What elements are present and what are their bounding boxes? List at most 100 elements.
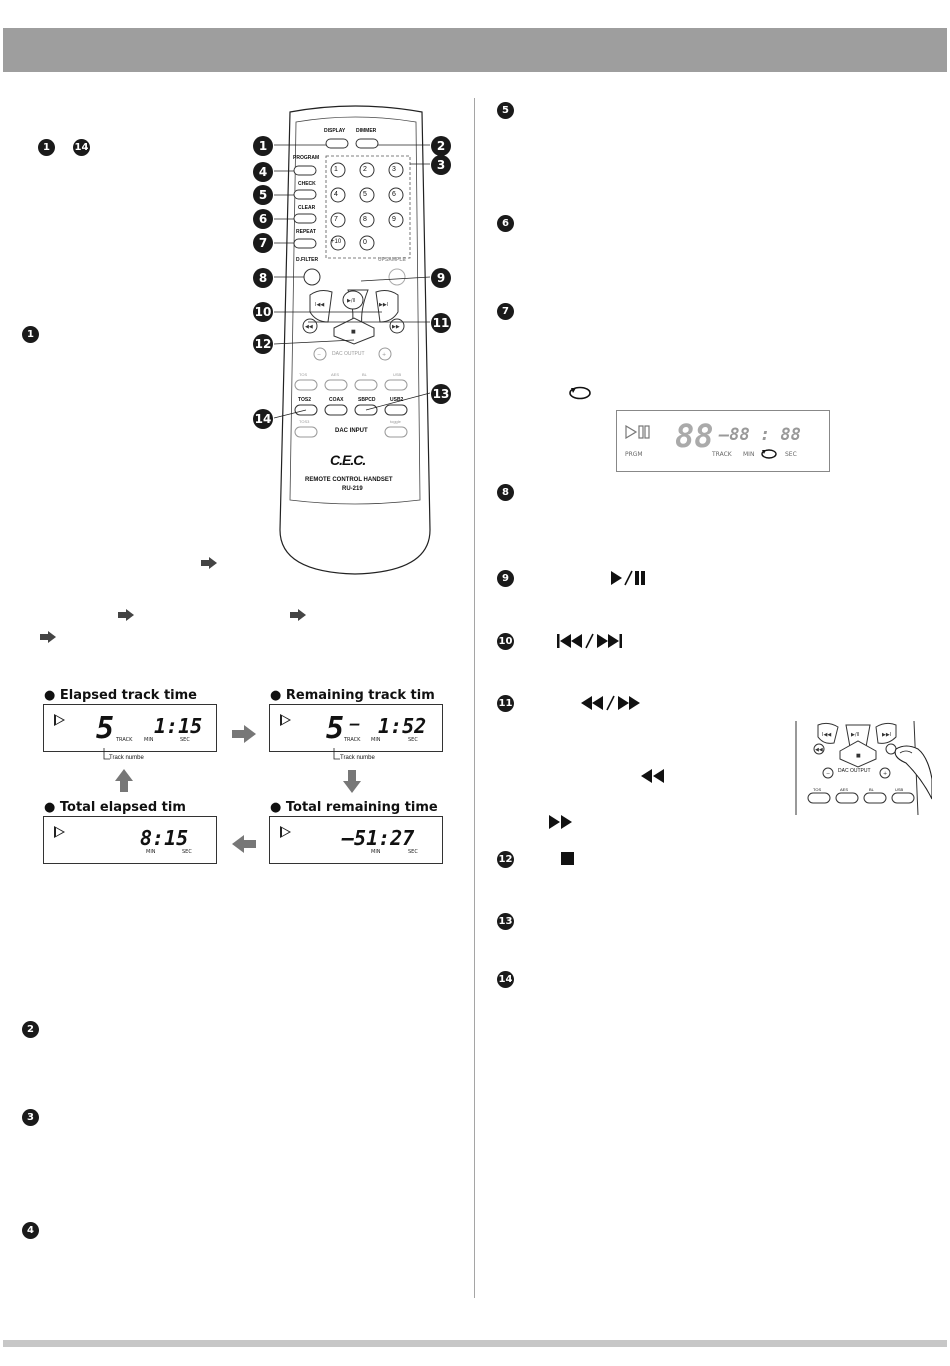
digit-0: 0 bbox=[363, 239, 367, 246]
callout-8: 8 bbox=[253, 268, 273, 288]
repeat-icon bbox=[569, 386, 591, 400]
remote-model-line: REMOTE CONTROL HANDSET bbox=[305, 477, 393, 483]
section-badge-8: 8 bbox=[497, 484, 514, 501]
flow-arrow-left-icon bbox=[232, 835, 256, 853]
input-top-2: AES bbox=[331, 372, 340, 377]
skip-prev-next-icon bbox=[557, 633, 622, 649]
svg-text:I◀◀: I◀◀ bbox=[315, 302, 324, 308]
flow-arrow-right-icon bbox=[232, 725, 256, 743]
display-title-elapsed-track: ● Elapsed track time bbox=[44, 688, 197, 703]
svg-text:I◀◀: I◀◀ bbox=[822, 732, 831, 738]
lcd-dash: – bbox=[350, 714, 360, 733]
remote-label-dac-output: DAC OUTPUT bbox=[332, 351, 365, 357]
remote-label-program: PROGRAM bbox=[293, 155, 320, 161]
track-number-note-1: Track numbe bbox=[109, 755, 144, 761]
svg-text:+: + bbox=[382, 352, 386, 358]
mini-input-2: AES bbox=[840, 787, 849, 792]
mini-input-1: TOS bbox=[813, 787, 822, 792]
input-top-4: USB bbox=[393, 372, 402, 377]
section-badge-3: 3 bbox=[22, 1109, 39, 1126]
lcd-track-digits: 88 bbox=[675, 417, 714, 455]
lcd-time: –88 : 88 bbox=[719, 425, 801, 445]
badge-14-intro: 14 bbox=[73, 139, 90, 156]
svg-text:+: + bbox=[883, 771, 887, 777]
section-badge-2: 2 bbox=[22, 1021, 39, 1038]
lcd-time: –51:27 bbox=[342, 826, 415, 850]
lcd-time: 1:52 bbox=[378, 714, 427, 738]
digit-7: 7 bbox=[334, 216, 338, 223]
remote-label-dfilter: D.FILTER bbox=[296, 257, 319, 263]
callout-9: 9 bbox=[431, 268, 451, 288]
lcd-total-remaining: –51:27 MIN SEC bbox=[269, 816, 443, 864]
track-number-note-2: Track numbe bbox=[340, 755, 375, 761]
remote-label-upsample: UPSAMPLE bbox=[378, 257, 406, 263]
badge-1-intro: 1 bbox=[38, 139, 55, 156]
svg-text:−: − bbox=[826, 771, 830, 777]
lcd-label-prgm: PRGM bbox=[625, 451, 643, 458]
section-badge-4: 4 bbox=[22, 1222, 39, 1239]
svg-text:▶▶: ▶▶ bbox=[392, 324, 400, 330]
input-top-1: TOS bbox=[299, 372, 308, 377]
right-arrow-icon bbox=[40, 631, 56, 643]
display-title-remaining-track: ● Remaining track tim bbox=[270, 688, 435, 703]
right-arrow-icon bbox=[118, 609, 134, 621]
flow-arrow-down-icon bbox=[343, 770, 361, 793]
lcd-label-sec: SEC bbox=[408, 737, 418, 743]
section-badge-11: 11 bbox=[497, 695, 514, 712]
lcd-time: 8:15 bbox=[140, 826, 189, 850]
lcd-label-min: MIN bbox=[743, 451, 755, 458]
svg-text:−: − bbox=[317, 352, 321, 358]
digit-5: 5 bbox=[363, 191, 367, 198]
forward-icon bbox=[549, 815, 572, 829]
lcd-remaining-track: 5 – 1:52 TRACK MIN SEC bbox=[269, 704, 443, 752]
lcd-label-track: TRACK bbox=[116, 737, 133, 743]
digit-8: 8 bbox=[363, 216, 367, 223]
callout-3: 3 bbox=[431, 155, 451, 175]
callout-14: 14 bbox=[253, 409, 273, 429]
remote-model: RU-219 bbox=[342, 486, 363, 492]
lcd-label-track: TRACK bbox=[712, 451, 732, 458]
svg-text:▶/II: ▶/II bbox=[347, 298, 355, 304]
play-pause-icon bbox=[611, 570, 645, 586]
svg-text:◀◀: ◀◀ bbox=[815, 747, 823, 753]
digit-4: 4 bbox=[334, 191, 338, 198]
display-title-total-remaining: ● Total remaining time bbox=[270, 800, 438, 815]
mini-remote-dac-output: DAC OUTPUT bbox=[838, 768, 871, 774]
section-badge-1: 1 bbox=[22, 326, 39, 343]
lcd-label-sec: SEC bbox=[408, 849, 418, 855]
play-indicator-icon bbox=[54, 826, 65, 838]
callout-4: 4 bbox=[253, 162, 273, 182]
section-badge-12: 12 bbox=[497, 851, 514, 868]
input-mid-1: TOS2 bbox=[298, 397, 311, 403]
remote-brand-logo: C.E.C. bbox=[330, 452, 366, 468]
display-title-total-elapsed: ● Total elapsed tim bbox=[44, 800, 186, 815]
column-divider bbox=[474, 98, 475, 1298]
digit-3: 3 bbox=[392, 166, 396, 173]
lcd-label-min: MIN bbox=[144, 737, 154, 743]
input-bot-4: toggle bbox=[390, 419, 401, 424]
footer-bar bbox=[3, 1340, 947, 1347]
svg-text:▶▶I: ▶▶I bbox=[882, 732, 891, 738]
callout-10: 10 bbox=[253, 302, 273, 322]
lcd-label-sec: SEC bbox=[785, 451, 797, 458]
display-button bbox=[325, 138, 349, 149]
play-indicator-icon bbox=[54, 714, 65, 726]
svg-text:▶/II: ▶/II bbox=[851, 732, 859, 738]
section-badge-5: 5 bbox=[497, 102, 514, 119]
remote-illustration: ▶/II I◀◀ ▶▶I ◀◀ ▶▶ ■ − + bbox=[273, 105, 431, 575]
track-number-leader bbox=[333, 748, 340, 760]
callout-5: 5 bbox=[253, 185, 273, 205]
remote-label-repeat: REPEAT bbox=[296, 229, 316, 235]
input-mid-4: USB2 bbox=[390, 397, 404, 403]
repeat-indicator-icon bbox=[761, 449, 777, 459]
remote-label-dimmer: DIMMER bbox=[356, 128, 377, 134]
lcd-total-elapsed: 8:15 MIN SEC bbox=[43, 816, 217, 864]
play-pause-indicator-icon bbox=[625, 425, 650, 439]
callout-13: 13 bbox=[431, 384, 451, 404]
input-mid-3: SBPCD bbox=[358, 397, 376, 403]
callout-2: 2 bbox=[431, 136, 451, 156]
right-arrow-icon bbox=[290, 609, 306, 621]
lcd-time: 1:15 bbox=[154, 714, 203, 738]
section-badge-7: 7 bbox=[497, 303, 514, 320]
digit-1: 1 bbox=[334, 166, 338, 173]
